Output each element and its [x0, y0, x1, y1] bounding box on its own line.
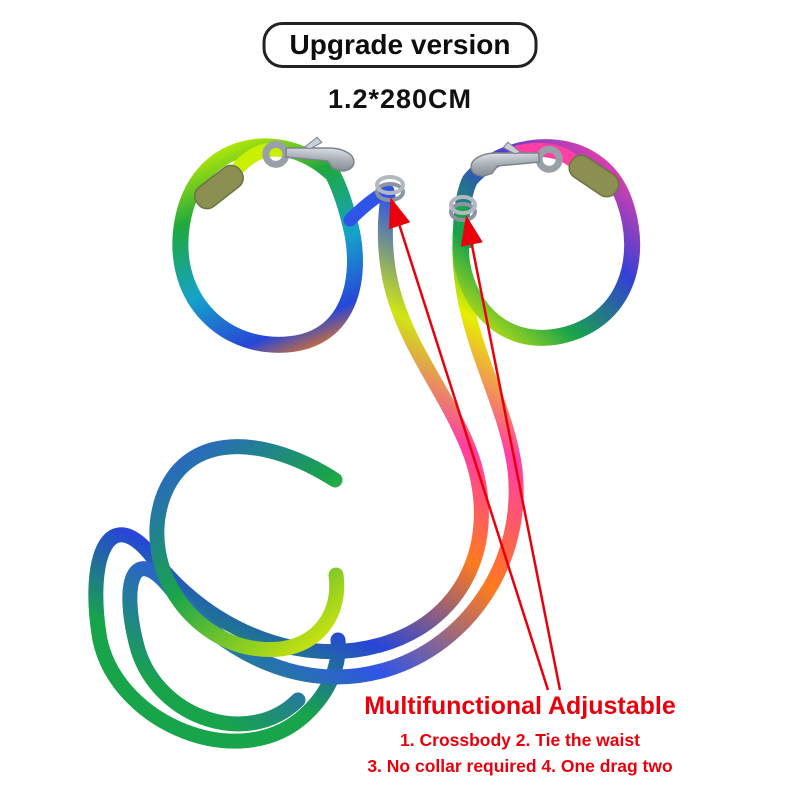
right-loop-to-ring-segment: [455, 205, 475, 249]
arrow-to-right-ring: [460, 215, 562, 691]
product-size-label: 1.2*280CM: [327, 84, 473, 114]
annotation-block: Multifunctional Adjustable 1. Crossbody …: [260, 692, 780, 777]
arrow-to-left-ring: [388, 197, 550, 691]
left-collar-loop: [172, 138, 363, 353]
leash-rope: [88, 188, 524, 749]
right-snap-hook-icon: [470, 141, 563, 177]
upgrade-version-badge-label: Upgrade version: [289, 29, 511, 60]
annotation-line-1: 1. Crossbody 2. Tie the waist: [400, 730, 640, 750]
left-neon-segment: [233, 142, 287, 173]
leash-strand-front: [122, 206, 524, 732]
annotation-title: Multifunctional Adjustable: [364, 692, 676, 720]
right-rope-sleeve: [568, 154, 620, 198]
annotation-arrows: [388, 197, 562, 691]
annotation-line-2: 3. No collar required 4. One drag two: [367, 756, 673, 776]
upgrade-version-badge: Upgrade version: [262, 22, 538, 68]
leash-strand-back: [88, 188, 489, 749]
left-snap-hook-icon: [262, 136, 355, 172]
leash-strand-inner-loop: [149, 439, 345, 657]
left-rope-sleeve: [194, 164, 244, 210]
